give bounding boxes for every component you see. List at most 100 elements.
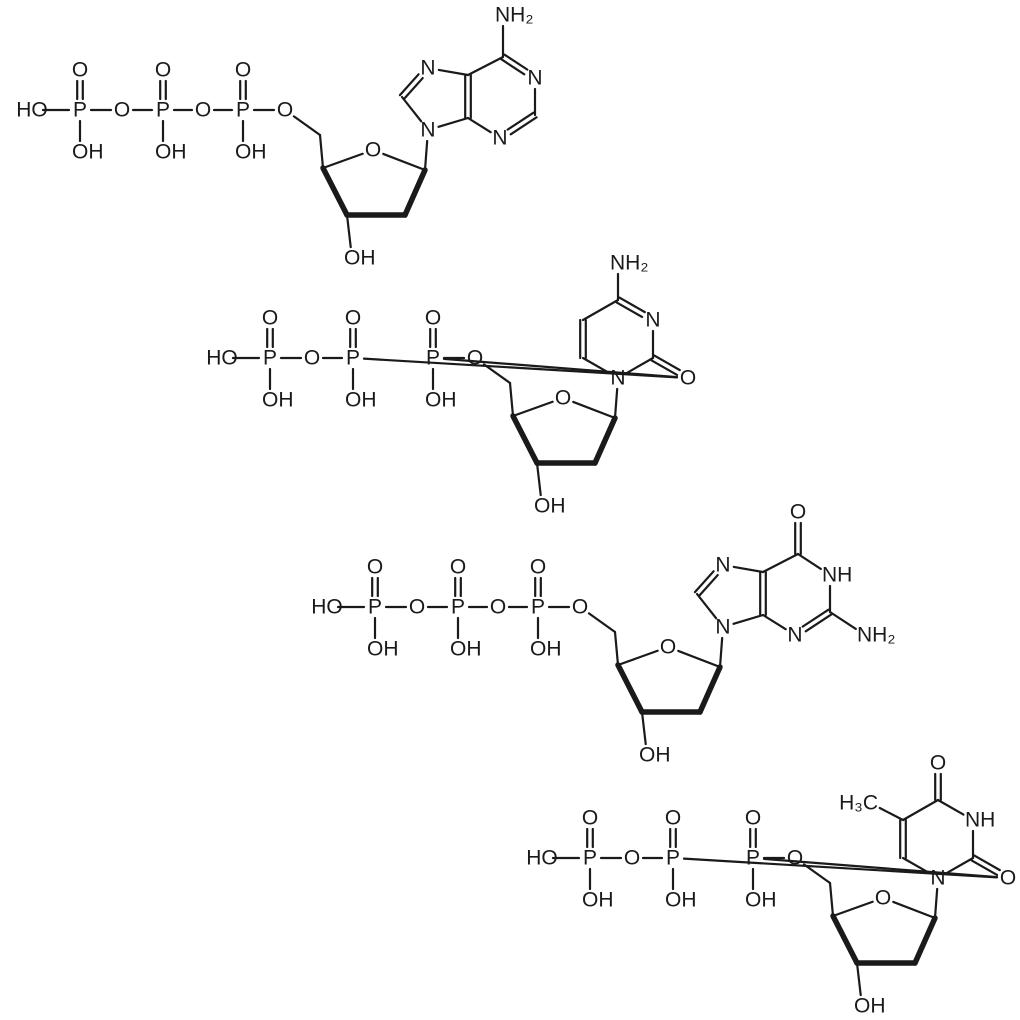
atom-label-oxygen: O — [665, 807, 681, 830]
atom-label-oxygen: O — [277, 99, 293, 122]
double-bond — [500, 58, 526, 76]
double-bond — [804, 613, 833, 633]
atom-label-oxygen: O — [572, 596, 588, 619]
bond — [901, 856, 930, 874]
bond — [830, 913, 860, 966]
bond — [677, 649, 722, 669]
atom-label-oxygen: O — [304, 347, 320, 370]
atom-label-oxygen: O — [345, 307, 361, 330]
atom-label-oxygen: O — [425, 307, 441, 330]
atom-label-methyl: H₃C — [839, 792, 878, 815]
double-bond — [398, 73, 420, 97]
bond — [732, 565, 765, 574]
bond — [761, 552, 800, 574]
atom-label-nitrogen: N — [930, 867, 945, 890]
bond — [626, 356, 655, 374]
double-bond — [402, 76, 424, 100]
double-bond — [697, 573, 719, 597]
atom-label-hydroxyl-left: HO — [526, 847, 558, 870]
bond — [320, 165, 350, 218]
atom-label-hydroxyl: OH — [665, 889, 697, 912]
atom-label-nitrogen: N — [645, 309, 660, 332]
bond — [535, 461, 542, 497]
atom-label-hydroxyl: OH — [745, 889, 777, 912]
atom-label-nitrogen: N — [610, 367, 625, 390]
bond — [400, 95, 423, 123]
bond — [382, 152, 427, 172]
atom-label-nitrogen: N — [420, 119, 435, 142]
atom-label-oxygen: O — [787, 847, 803, 870]
atom-label-hydroxyl: OH — [262, 389, 294, 412]
atom-label-hydroxyl: OH — [854, 995, 886, 1018]
bond — [855, 961, 862, 997]
bond — [292, 115, 322, 137]
bond — [362, 357, 679, 379]
atom-label-hydroxyl: OH — [582, 889, 614, 912]
atom-label-oxygen: O — [624, 847, 640, 870]
double-bond — [618, 296, 646, 314]
bond — [878, 806, 905, 822]
atom-label-hydroxyl: OH — [639, 744, 671, 767]
bond — [613, 387, 619, 420]
double-bond — [653, 354, 681, 372]
atom-label-oxygen: O — [262, 307, 278, 330]
double-bond — [801, 608, 830, 628]
bond — [466, 55, 505, 77]
bond — [572, 400, 617, 420]
bond — [437, 116, 470, 128]
atom-label-oxygen: O — [450, 556, 466, 579]
bond — [482, 363, 512, 385]
atom-label-amine: NH₂ — [495, 4, 533, 27]
bond — [423, 139, 429, 172]
bond — [831, 900, 874, 918]
atom-label-oxygen: O — [114, 99, 130, 122]
bond — [761, 613, 787, 631]
atom-label-hydroxyl: OH — [344, 247, 376, 270]
bond — [697, 664, 723, 715]
atom-label-hydroxyl: OH — [367, 638, 399, 661]
atom-label-nitrogen: N — [715, 554, 730, 577]
atom-label-oxygen: O — [467, 347, 483, 370]
atom-label-phosphorus: P — [666, 847, 680, 870]
bond — [796, 552, 822, 571]
double-bond — [973, 854, 1001, 872]
atom-label-oxygen: O — [660, 636, 676, 659]
atom-label-oxygen: O — [367, 556, 383, 579]
atom-label-hydroxyl: OH — [72, 141, 104, 164]
atom-label-hydroxyl: OH — [450, 638, 482, 661]
atom-label-phosphorus: P — [236, 99, 250, 122]
bond — [946, 856, 975, 874]
bond — [345, 213, 352, 249]
atom-label-hydroxyl: OH — [235, 141, 267, 164]
bond — [762, 857, 999, 879]
atom-label-phosphorus: P — [368, 596, 382, 619]
bond — [901, 798, 940, 822]
bond — [587, 612, 617, 634]
bond — [912, 915, 938, 966]
atom-label-oxygen: O — [875, 887, 891, 910]
bond — [682, 857, 999, 879]
atom-label-hydroxyl: OH — [534, 495, 566, 518]
atom-label-hydroxyl-left: HO — [311, 596, 343, 619]
atom-label-phosphorus: P — [746, 847, 760, 870]
atom-label-hydroxyl-left: HO — [206, 347, 238, 370]
atom-label-oxygen: O — [680, 367, 696, 390]
atom-label-oxygen: O — [72, 59, 88, 82]
bond — [802, 863, 832, 885]
atom-label-oxygen: O — [409, 596, 425, 619]
atom-label-amine: NH₂ — [610, 252, 648, 275]
bond — [402, 167, 428, 218]
atom-label-hydroxyl-left: HO — [16, 99, 48, 122]
atom-label-oxygen: O — [530, 556, 546, 579]
atom-label-nitrogen: N — [492, 127, 507, 150]
atom-label-oxygen: O — [365, 139, 381, 162]
atom-label-phosphorus: P — [263, 347, 277, 370]
double-bond — [650, 359, 679, 377]
atom-label-phosphorus: P — [426, 347, 440, 370]
bond — [321, 152, 364, 170]
atom-label-hydroxyl: OH — [345, 389, 377, 412]
bond — [508, 381, 515, 418]
atom-label-nitrogen: N — [787, 624, 802, 647]
